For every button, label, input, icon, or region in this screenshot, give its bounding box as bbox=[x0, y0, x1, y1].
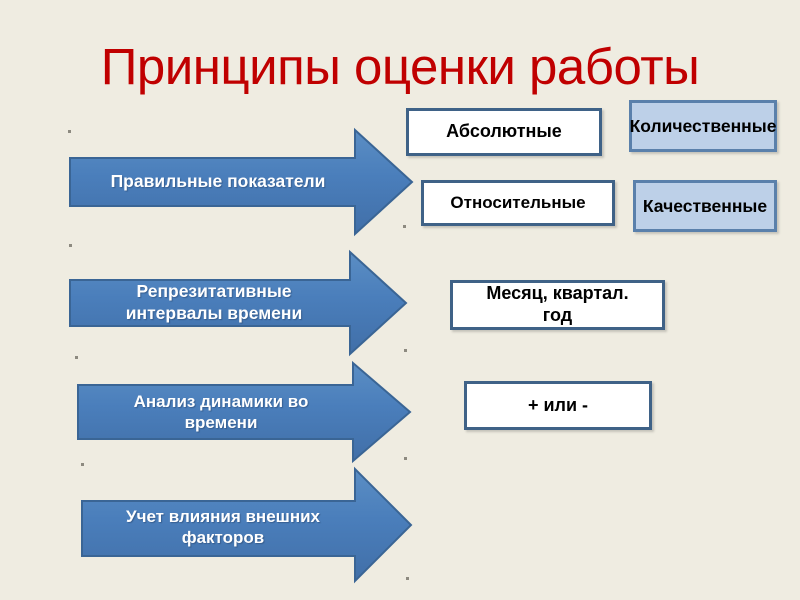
box-absolute[interactable]: Абсолютные bbox=[406, 108, 602, 156]
arrow-right-correct-indicators[interactable]: Правильные показатели bbox=[68, 126, 414, 238]
box-periods-label: Месяц, квартал. год bbox=[486, 283, 629, 325]
bullet-dot bbox=[81, 463, 84, 466]
arrow-right-representative-intervals[interactable]: Репрезитативные интервалы времени bbox=[68, 248, 408, 358]
bullet-dot bbox=[406, 577, 409, 580]
box-relative-label: Относительные bbox=[450, 192, 586, 212]
box-periods[interactable]: Месяц, квартал. год bbox=[450, 280, 665, 330]
box-qualitative[interactable]: Качественные bbox=[633, 180, 777, 232]
box-absolute-label: Абсолютные bbox=[446, 121, 562, 142]
page-title: Принципы оценки работы bbox=[100, 38, 700, 95]
box-quantitative[interactable]: Количественные bbox=[629, 100, 777, 152]
bullet-dot bbox=[75, 356, 78, 359]
box-quantitative-label: Количественные bbox=[629, 115, 777, 136]
box-relative[interactable]: Относительные bbox=[421, 180, 615, 226]
bullet-dot bbox=[68, 130, 71, 133]
box-trend[interactable]: + или - bbox=[464, 381, 652, 430]
box-qualitative-label: Качественные bbox=[642, 195, 768, 216]
bullet-dot bbox=[69, 244, 72, 247]
arrow-right-external-factors[interactable]: Учет влияния внешних факторов bbox=[80, 466, 414, 586]
box-trend-label: + или - bbox=[527, 394, 589, 415]
bullet-dot bbox=[403, 225, 406, 228]
arrow-right-dynamics-analysis[interactable]: Анализ динамики во времени bbox=[76, 360, 412, 464]
bullet-dot bbox=[404, 457, 407, 460]
bullet-dot bbox=[404, 349, 407, 352]
